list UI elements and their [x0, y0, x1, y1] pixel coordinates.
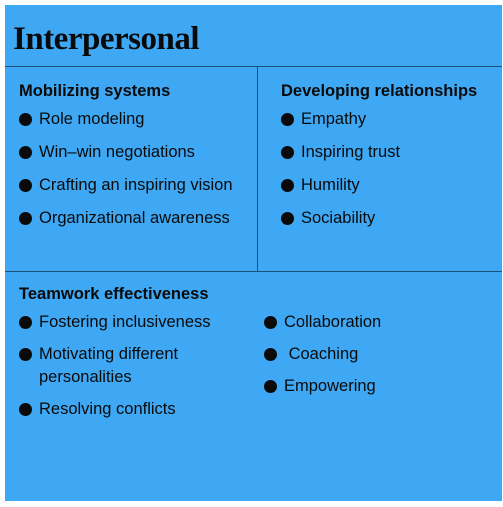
list-item: Motivating different personalities: [19, 343, 229, 389]
bullet-icon: [19, 212, 32, 225]
section-heading-mobilizing-systems: Mobilizing systems: [19, 82, 171, 100]
bullet-icon: [281, 113, 294, 126]
list-item: Collaboration: [264, 311, 381, 334]
list-item: Empathy: [281, 108, 400, 131]
list-item: Humility: [281, 174, 400, 197]
bullet-icon: [19, 146, 32, 159]
list-item: Coaching: [264, 343, 381, 366]
divider-top: [5, 66, 502, 67]
bullet-icon: [281, 212, 294, 225]
panel-title: Interpersonal: [13, 21, 200, 57]
list-item: Resolving conflicts: [19, 398, 229, 421]
section-heading-developing-relationships: Developing relationships: [281, 82, 478, 100]
bullet-icon: [264, 316, 277, 329]
list-teamwork-right: Collaboration Coaching Empowering: [264, 311, 381, 398]
list-mobilizing-systems: Role modeling Win–win negotiations Craft…: [19, 108, 233, 230]
bullet-icon: [19, 348, 32, 361]
list-item: Inspiring trust: [281, 141, 400, 164]
bullet-icon: [19, 179, 32, 192]
list-item: Organizational awareness: [19, 207, 233, 230]
bullet-icon: [281, 146, 294, 159]
list-item: Sociability: [281, 207, 400, 230]
list-item: Empowering: [264, 375, 381, 398]
section-heading-teamwork-effectiveness: Teamwork effectiveness: [19, 285, 209, 303]
bullet-icon: [264, 380, 277, 393]
interpersonal-panel: [5, 5, 502, 501]
list-item: Crafting an inspiring vision: [19, 174, 233, 197]
bullet-icon: [264, 348, 277, 361]
bullet-icon: [281, 179, 294, 192]
list-teamwork-left: Fostering inclusiveness Motivating diffe…: [19, 311, 229, 421]
list-developing-relationships: Empathy Inspiring trust Humility Sociabi…: [281, 108, 400, 230]
divider-middle: [5, 271, 502, 272]
list-item: Fostering inclusiveness: [19, 311, 229, 334]
bullet-icon: [19, 316, 32, 329]
bullet-icon: [19, 403, 32, 416]
divider-vertical: [257, 66, 258, 272]
list-item: Role modeling: [19, 108, 233, 131]
list-item: Win–win negotiations: [19, 141, 233, 164]
bullet-icon: [19, 113, 32, 126]
